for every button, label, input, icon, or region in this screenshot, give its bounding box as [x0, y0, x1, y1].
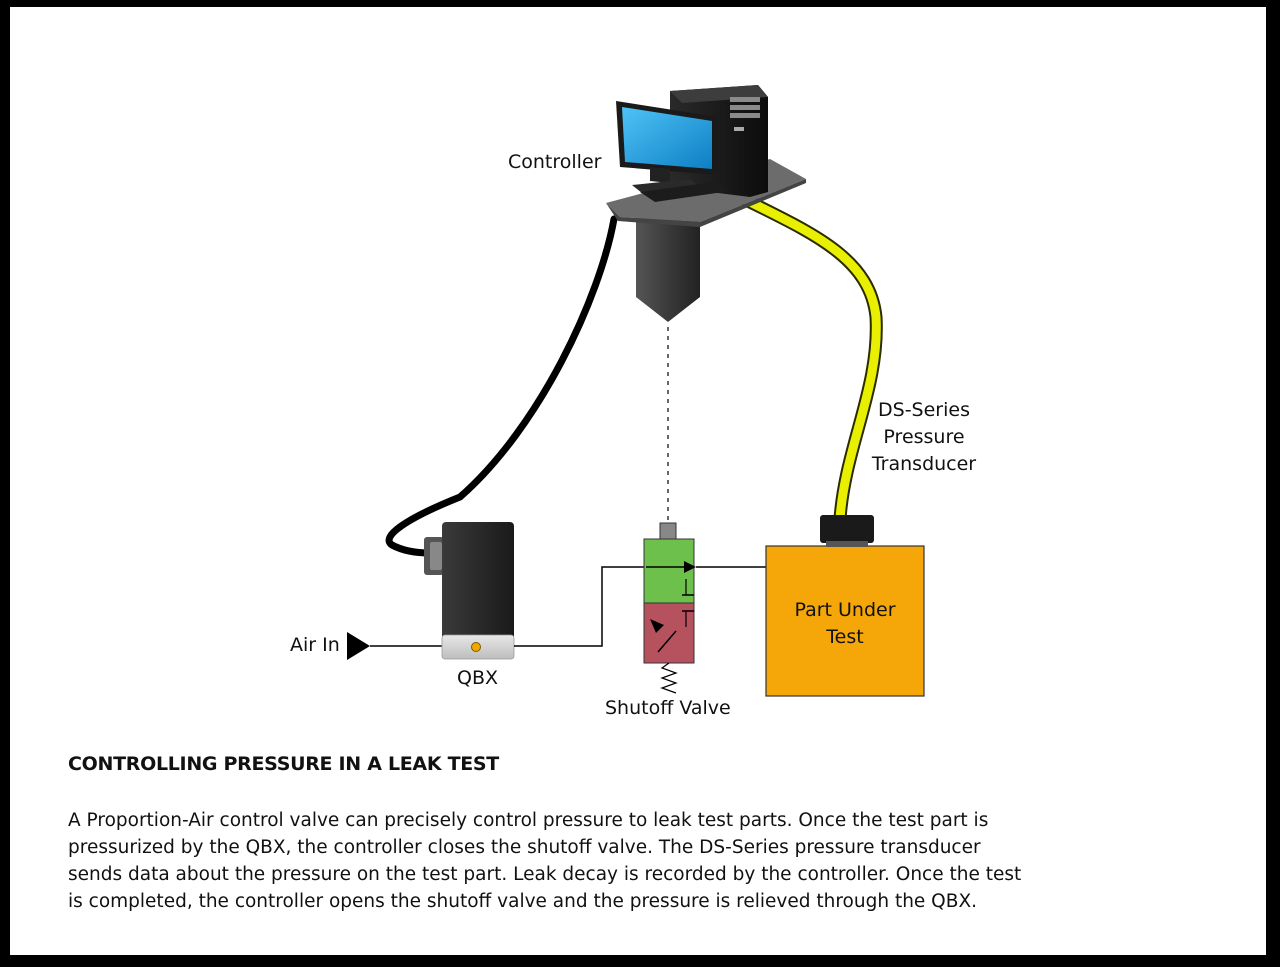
qbx-to-valve-line: [514, 566, 646, 647]
air-in-arrow-icon: [347, 632, 370, 660]
section-heading: CONTROLLING PRESSURE IN A LEAK TEST: [68, 753, 499, 775]
transducer-label-line-3: Transducer: [871, 453, 977, 475]
controller-computer-icon: [606, 85, 806, 322]
shutoff-valve-icon: [643, 522, 696, 694]
pressure-transducer-icon: [820, 515, 874, 547]
transducer-cable: [735, 192, 881, 524]
transducer-cable-outline: [733, 190, 883, 526]
shutoff-valve-label: Shutoff Valve: [605, 697, 731, 719]
transducer-label: DS-Series Pressure Transducer: [868, 397, 980, 478]
leak-test-diagram: [347, 85, 925, 697]
part-under-test-label: Part Under Test: [766, 597, 924, 651]
part-label-line-2: Test: [826, 626, 864, 648]
part-under-test-box: [765, 545, 925, 697]
controller-label: Controller: [508, 151, 602, 173]
air-in-label: Air In: [290, 634, 340, 656]
part-label-line-1: Part Under: [794, 599, 896, 621]
transducer-label-line-1: DS-Series: [878, 399, 970, 421]
description-paragraph: A Proportion-Air control valve can preci…: [68, 810, 1022, 912]
qbx-valve-icon: [424, 522, 515, 660]
qbx-label: QBX: [457, 667, 499, 689]
controller-qbx-cable: [385, 215, 618, 557]
transducer-label-line-2: Pressure: [883, 426, 965, 448]
diagram-canvas: Controller DS-Series Pressure Transducer…: [10, 7, 1266, 955]
